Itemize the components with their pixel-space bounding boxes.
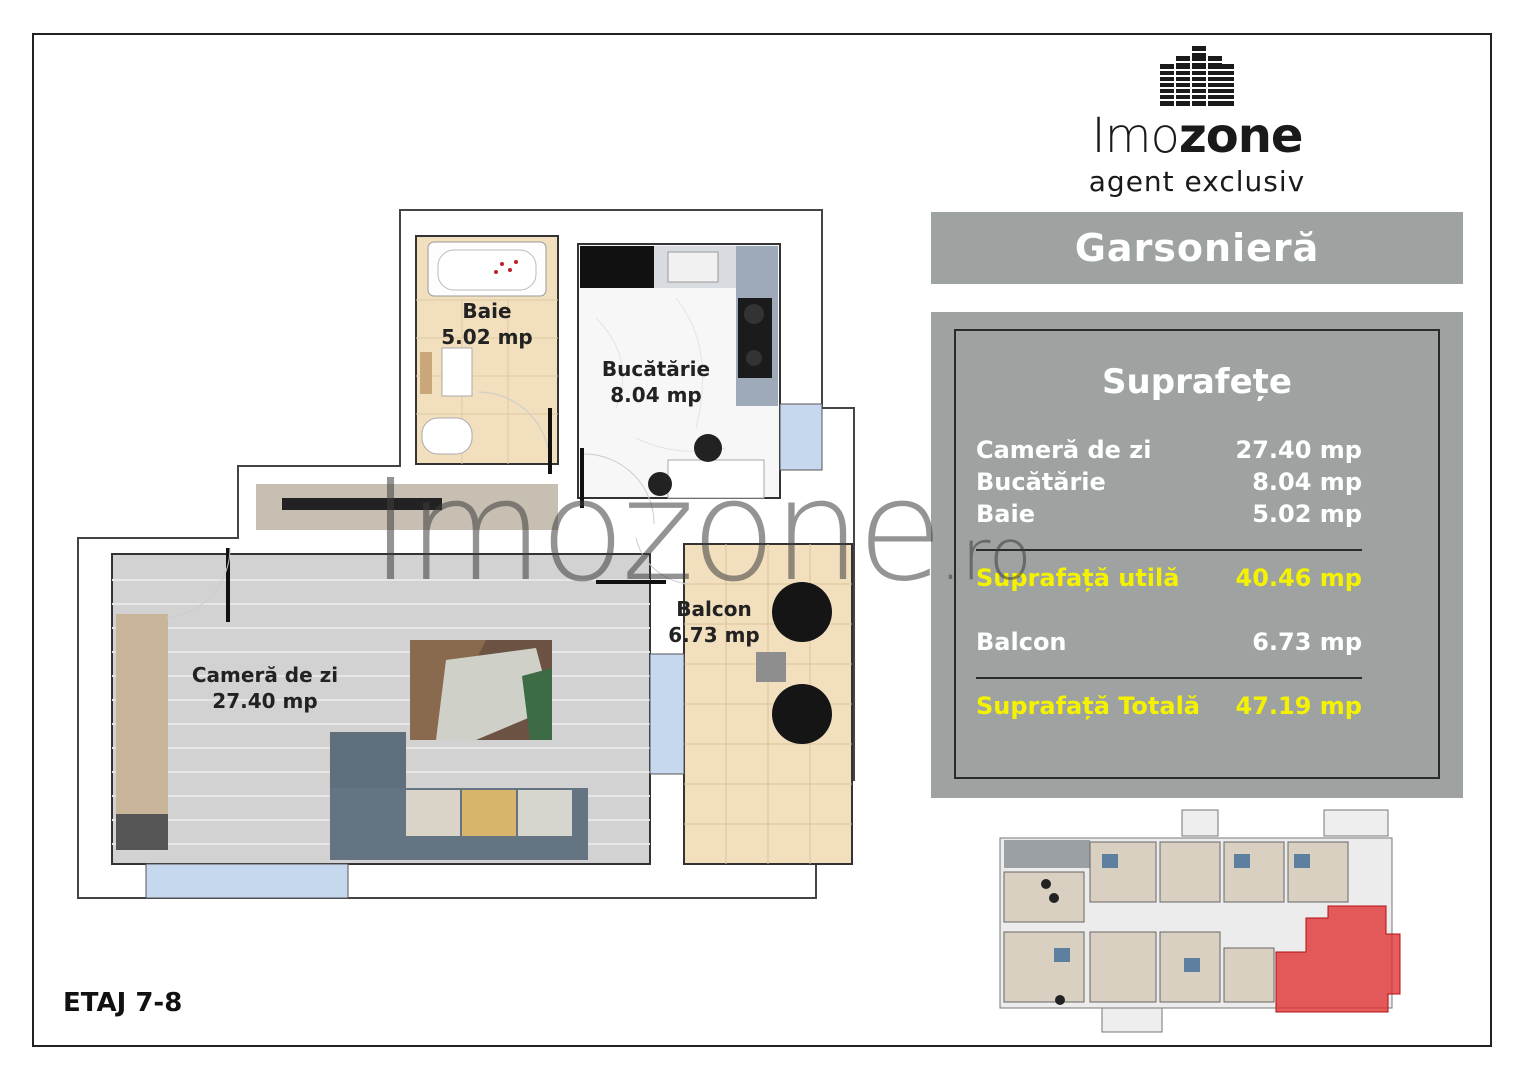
divider <box>976 677 1362 679</box>
balcony <box>635 537 853 865</box>
building-logo-icon <box>1160 46 1234 106</box>
selected-unit <box>1275 905 1401 1013</box>
living-room <box>111 484 666 899</box>
areas-heading: Suprafețe <box>1102 362 1292 402</box>
floor-plan <box>77 209 855 899</box>
divider <box>976 549 1362 551</box>
floor-label: ETAJ 7-8 <box>63 988 183 1018</box>
brand-logo-text: Imozone <box>1091 108 1304 164</box>
page-title: Garsonieră <box>1074 226 1320 270</box>
bathroom <box>415 235 559 474</box>
title-banner: Garsonieră <box>931 212 1463 284</box>
page-frame <box>32 33 1492 1047</box>
watermark: Imozone.ro <box>370 450 1032 613</box>
kitchen <box>577 243 823 525</box>
brand-tagline: agent exclusiv <box>1088 165 1306 198</box>
key-plan <box>999 809 1401 1033</box>
areas-panel-border <box>954 329 1440 779</box>
